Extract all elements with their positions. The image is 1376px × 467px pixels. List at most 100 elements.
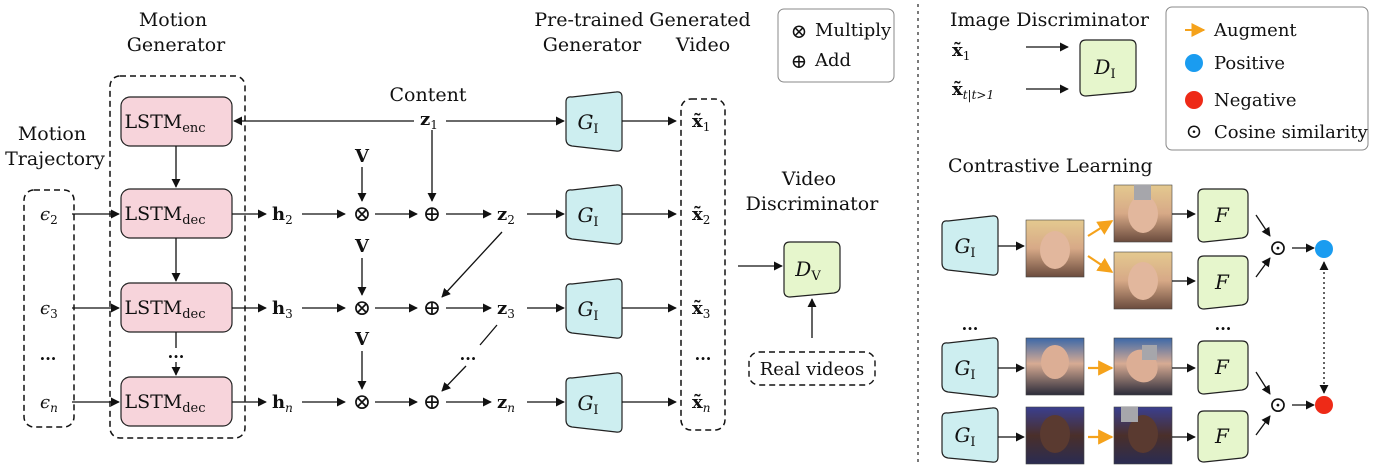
x-tilde-1-imgdisc: x̃1 [952,40,970,63]
contrastive-generator-3: GI [941,407,999,463]
real-videos-box [748,351,876,386]
z-3: z3 [497,298,515,321]
augment-legend-label: Augment [1213,20,1297,41]
negative-dot-icon [1185,91,1203,109]
face-image-bald-aug [1113,337,1173,396]
multiply-op-2: ⊗ [353,202,371,227]
encoder-f-4: F [1197,410,1249,463]
v-label-2: V [354,146,370,167]
svg-text:GI: GI [577,297,598,324]
lstm-enc-block: LSTMenc [120,96,233,147]
epsilon-ellipsis: ... [40,345,57,364]
z-2: z2 [497,204,515,227]
add-legend-label: Add [814,50,851,71]
contrastive-generator-1: GI [941,215,999,276]
lstm-ellipsis: ... [168,343,185,362]
svg-text:DI: DI [1093,55,1115,82]
x-tilde-n: x̃n [692,392,710,415]
svg-text:F: F [1214,270,1230,294]
video-discriminator-dv: DV [783,241,841,298]
face-image-dark-aug [1113,406,1173,465]
motion-generator-title: Motion Generator [127,9,226,56]
svg-text:GI: GI [954,234,975,261]
encoder-f-3: F [1197,340,1249,395]
add-legend-symbol: ⊕ [791,49,808,73]
z-1: z1 [420,109,438,132]
svg-text:LSTMdec: LSTMdec [124,391,205,416]
add-op-n: ⊕ [423,390,441,415]
svg-text:GI: GI [954,423,975,450]
generated-video-box [680,98,726,431]
x-tilde-3: x̃3 [692,298,710,321]
svg-text:GI: GI [577,110,598,137]
multiply-legend-label: Multiply [815,20,892,41]
negative-result-dot [1315,396,1333,414]
positive-result-dot [1315,240,1333,258]
h-2: h2 [272,204,293,227]
lstm-dec-block-2: LSTMdec [120,188,233,239]
lstm-dec-block-3: LSTMdec [120,282,233,333]
generator-gi-n: GI [565,372,623,433]
z-n: zn [497,392,515,415]
multiply-legend-symbol: ⊗ [791,19,808,43]
cosine-op-positive: ⊙ [1269,236,1287,261]
x-tilde-1: x̃1 [692,111,710,134]
add-op-2: ⊕ [423,202,441,227]
contrastive-generator-2: GI [941,337,999,398]
x-tilde-2: x̃2 [692,204,710,227]
face-image-dark [1025,406,1085,465]
lstm-dec-block-n: LSTMdec [120,376,233,427]
generator-gi-2: GI [565,184,623,245]
svg-text:LSTMenc: LSTMenc [124,111,205,136]
face-image-blonde-aug-1 [1113,184,1173,243]
epsilon-n: ϵn [40,392,58,415]
pretrained-generator-title: Pre-trained Generator [534,9,649,56]
motion-trajectory-title: Motion Trajectory [5,123,105,170]
multiply-op-n: ⊗ [353,390,371,415]
image-discriminator-title: Image Discriminator [950,9,1150,31]
svg-text:F: F [1214,203,1230,227]
z-ellipsis: ... [460,345,477,364]
face-image-blonde-aug-2 [1113,251,1173,310]
contrastive-ellipsis-right: ... [1215,315,1232,334]
svg-text:F: F [1214,355,1230,379]
image-discriminator-di: DI [1079,39,1137,97]
face-image-blonde [1025,219,1085,278]
x-ellipsis: ... [695,345,712,364]
svg-text:F: F [1214,424,1230,448]
h-3: h3 [272,298,293,321]
add-op-3: ⊕ [423,296,441,321]
svg-text:DV: DV [794,257,821,284]
legend-ops-box [777,8,895,83]
positive-dot-icon [1185,54,1203,72]
x-tilde-t-imgdisc: x̃t|t>1 [952,79,994,102]
motion-generator-box [109,75,246,439]
svg-text:LSTMdec: LSTMdec [124,203,205,228]
positive-legend-label: Positive [1214,53,1285,74]
encoder-f-1: F [1197,188,1249,243]
negative-legend-label: Negative [1214,90,1296,111]
generator-gi-1: GI [565,91,623,152]
cosine-legend-label: Cosine similarity [1214,122,1368,143]
generator-gi-3: GI [565,278,623,339]
encoder-f-2: F [1197,255,1249,310]
contrastive-ellipsis-left: ... [962,315,979,334]
face-image-bald [1025,337,1085,396]
contrastive-learning-title: Contrastive Learning [948,155,1153,177]
video-discriminator-title: Video Discriminator [746,168,880,215]
multiply-op-3: ⊗ [353,296,371,321]
svg-text:GI: GI [577,391,598,418]
v-label-3: V [354,236,370,257]
content-label: Content [390,84,467,106]
svg-text:LSTMdec: LSTMdec [124,297,205,322]
cosine-similarity-icon: ⊙ [1186,119,1203,143]
epsilon-3: ϵ3 [40,298,58,321]
legend-contrastive-box [1165,6,1369,151]
generated-video-title: Generated Video [649,9,756,56]
svg-text:GI: GI [577,203,598,230]
epsilon-2: ϵ2 [40,204,58,227]
v-label-n: V [354,329,370,350]
h-n: hn [272,392,293,415]
svg-text:GI: GI [954,356,975,383]
